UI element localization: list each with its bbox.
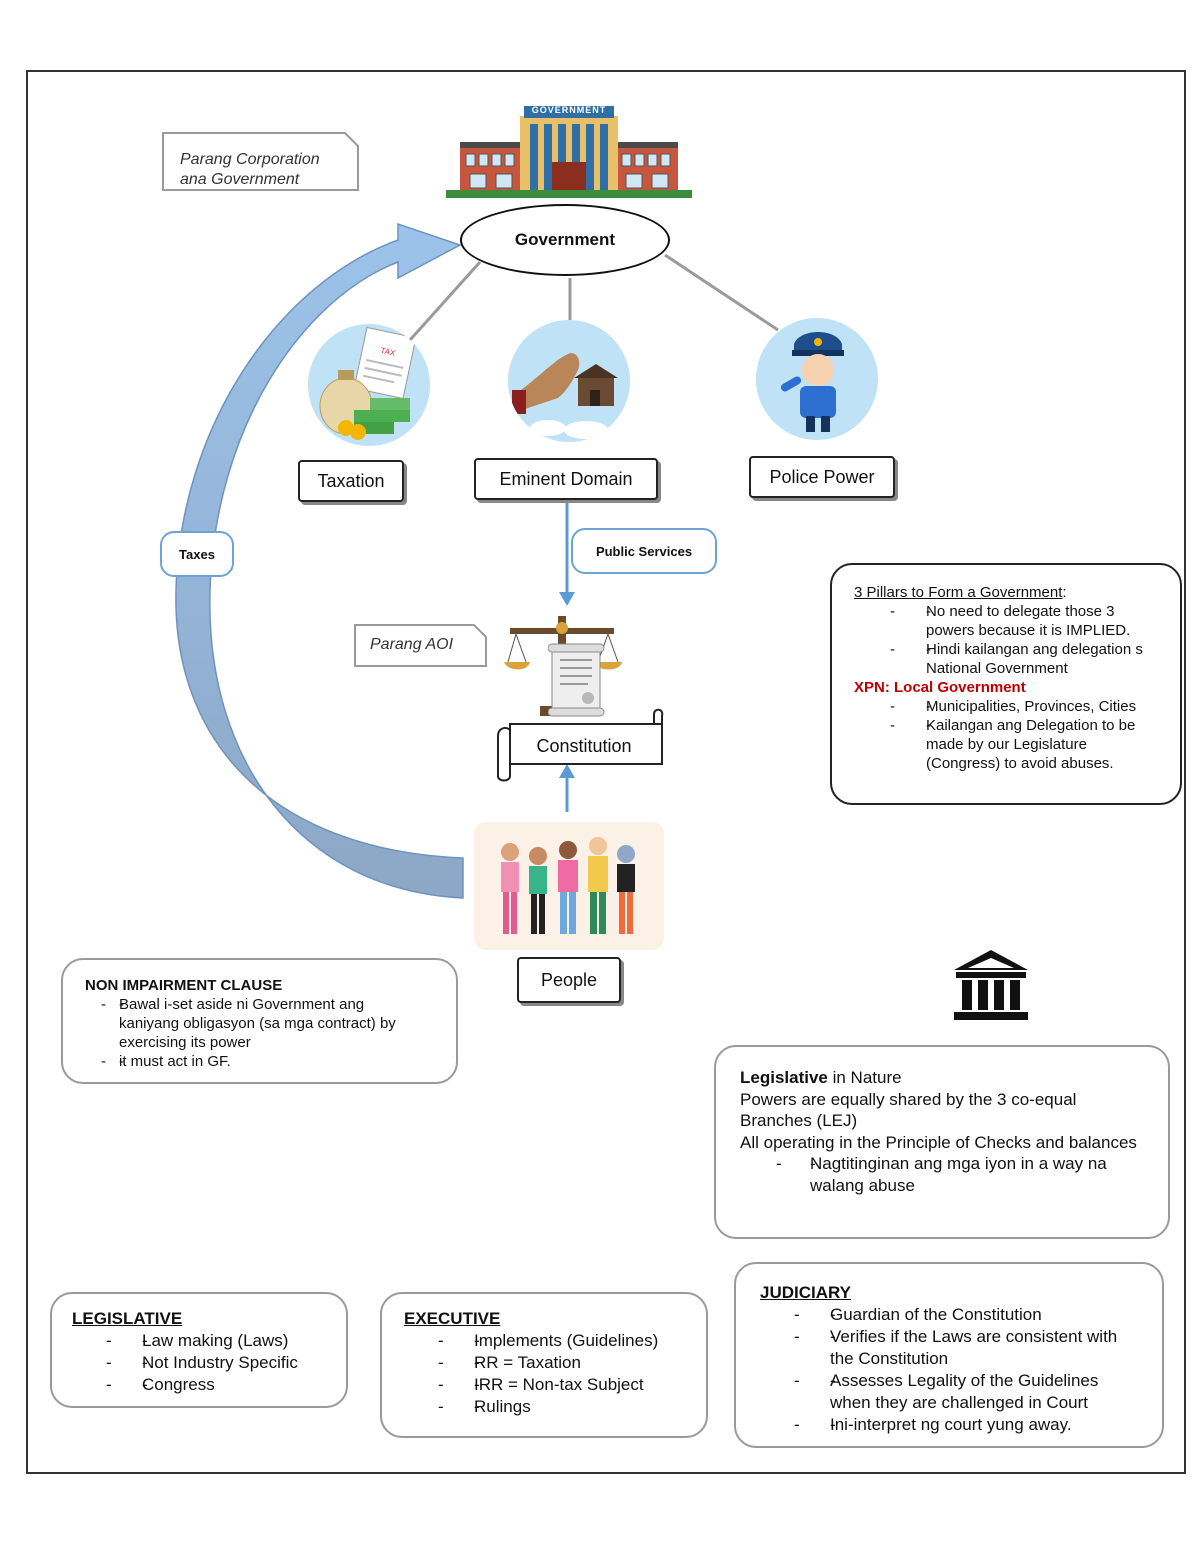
list-item: -Bawal i-set aside ni Government ang kan… xyxy=(101,995,419,1052)
list-item: -Kailangan ang Delegation to be made by … xyxy=(890,716,1160,773)
executive-branch-title: EXECUTIVE xyxy=(404,1309,501,1328)
line-gov-police xyxy=(664,253,779,332)
legislative-nature-box: Legislative in Nature Powers are equally… xyxy=(714,1045,1170,1239)
legislative-nature-heading: Legislative in Nature xyxy=(740,1068,902,1087)
list-item: -Implements (Guidelines) xyxy=(438,1330,686,1352)
people-group-icon xyxy=(474,822,664,950)
list-item: -Nagtitinginan ang mga iyon in a way na … xyxy=(776,1153,1140,1196)
list-item: -Not Industry Specific xyxy=(106,1352,326,1374)
non-impairment-box: NON IMPAIRMENT CLAUSE -Bawal i-set aside… xyxy=(61,958,458,1084)
list-item: -Ini-interpret ng court yung away. xyxy=(794,1414,1130,1436)
legislative-nature-line1: Powers are equally shared by the 3 co-eq… xyxy=(740,1089,1077,1131)
pillars-list: -No need to delegate those 3 powers beca… xyxy=(854,602,1160,678)
constitution-node: Constitution xyxy=(536,735,632,756)
corporation-note-shape xyxy=(162,132,359,191)
government-building-icon xyxy=(446,106,692,198)
police-power-node: Police Power xyxy=(749,456,895,498)
eminent-domain-node: Eminent Domain xyxy=(474,458,658,500)
legislative-nature-list: -Nagtitinginan ang mga iyon in a way na … xyxy=(740,1153,1140,1196)
page-frame xyxy=(26,70,1186,1474)
legislative-branch-title: LEGISLATIVE xyxy=(72,1309,183,1328)
taxes-label: Taxes xyxy=(160,531,234,577)
tax-money-icon: TAX xyxy=(308,324,430,446)
pillars-title: 3 Pillars to Form a Government: xyxy=(854,584,1067,601)
judiciary-branch-list: -Guardian of the Constitution -Verifies … xyxy=(760,1304,1130,1436)
list-item: -Rulings xyxy=(438,1396,686,1418)
pillars-box: 3 Pillars to Form a Government: -No need… xyxy=(830,563,1182,805)
list-item: -Hindi kailangan ang delegation s Nation… xyxy=(890,640,1160,678)
judiciary-branch-title: JUDICIARY xyxy=(760,1283,851,1302)
legislative-branch-list: -Law making (Laws) -Not Industry Specifi… xyxy=(72,1330,326,1396)
non-impairment-list: -Bawal i-set aside ni Government ang kan… xyxy=(85,995,419,1071)
executive-branch-box: EXECUTIVE -Implements (Guidelines) -RR =… xyxy=(380,1292,708,1438)
list-item: -Guardian of the Constitution xyxy=(794,1304,1130,1326)
list-item: -it must act in GF. xyxy=(101,1052,419,1071)
judiciary-branch-box: JUDICIARY -Guardian of the Constitution … xyxy=(734,1262,1164,1448)
svg-text:TAX: TAX xyxy=(380,346,397,358)
taxes-flow-arrow xyxy=(175,222,464,899)
police-officer-icon xyxy=(756,318,878,440)
scroll-icon xyxy=(548,643,605,717)
list-item: -Municipalities, Provinces, Cities xyxy=(890,697,1160,716)
exception-heading: XPN: Local Government xyxy=(854,679,1026,696)
constitution-banner-shape xyxy=(497,708,664,782)
list-item: -Law making (Laws) xyxy=(106,1330,326,1352)
hand-holding-house-icon xyxy=(508,320,630,442)
taxation-node: Taxation xyxy=(298,460,404,502)
executive-branch-list: -Implements (Guidelines) -RR = Taxation … xyxy=(404,1330,686,1418)
people-node: People xyxy=(517,957,621,1003)
legislative-branch-box: LEGISLATIVE -Law making (Laws) -Not Indu… xyxy=(50,1292,348,1408)
legislative-nature-line2: All operating in the Principle of Checks… xyxy=(740,1132,1137,1152)
government-node: Government xyxy=(460,204,670,276)
aoi-note: Parang AOI xyxy=(370,636,454,653)
list-item: -Congress xyxy=(106,1374,326,1396)
aoi-note-shape xyxy=(354,624,487,667)
list-item: -Verifies if the Laws are consistent wit… xyxy=(794,1326,1130,1370)
list-item: -No need to delegate those 3 powers beca… xyxy=(890,602,1160,640)
non-impairment-title: NON IMPAIRMENT CLAUSE xyxy=(85,977,283,994)
exception-list: -Municipalities, Provinces, Cities -Kail… xyxy=(854,697,1160,773)
public-services-label: Public Services xyxy=(571,528,717,574)
corporation-note: Parang Corporation ana Government xyxy=(180,151,320,188)
line-gov-taxation xyxy=(408,260,482,342)
list-item: -IRR = Non-tax Subject xyxy=(438,1374,686,1396)
courthouse-icon xyxy=(954,950,1028,1020)
government-sign: GOVERNMENT xyxy=(531,105,607,115)
list-item: -RR = Taxation xyxy=(438,1352,686,1374)
list-item: -Assesses Legality of the Guidelines whe… xyxy=(794,1370,1130,1414)
